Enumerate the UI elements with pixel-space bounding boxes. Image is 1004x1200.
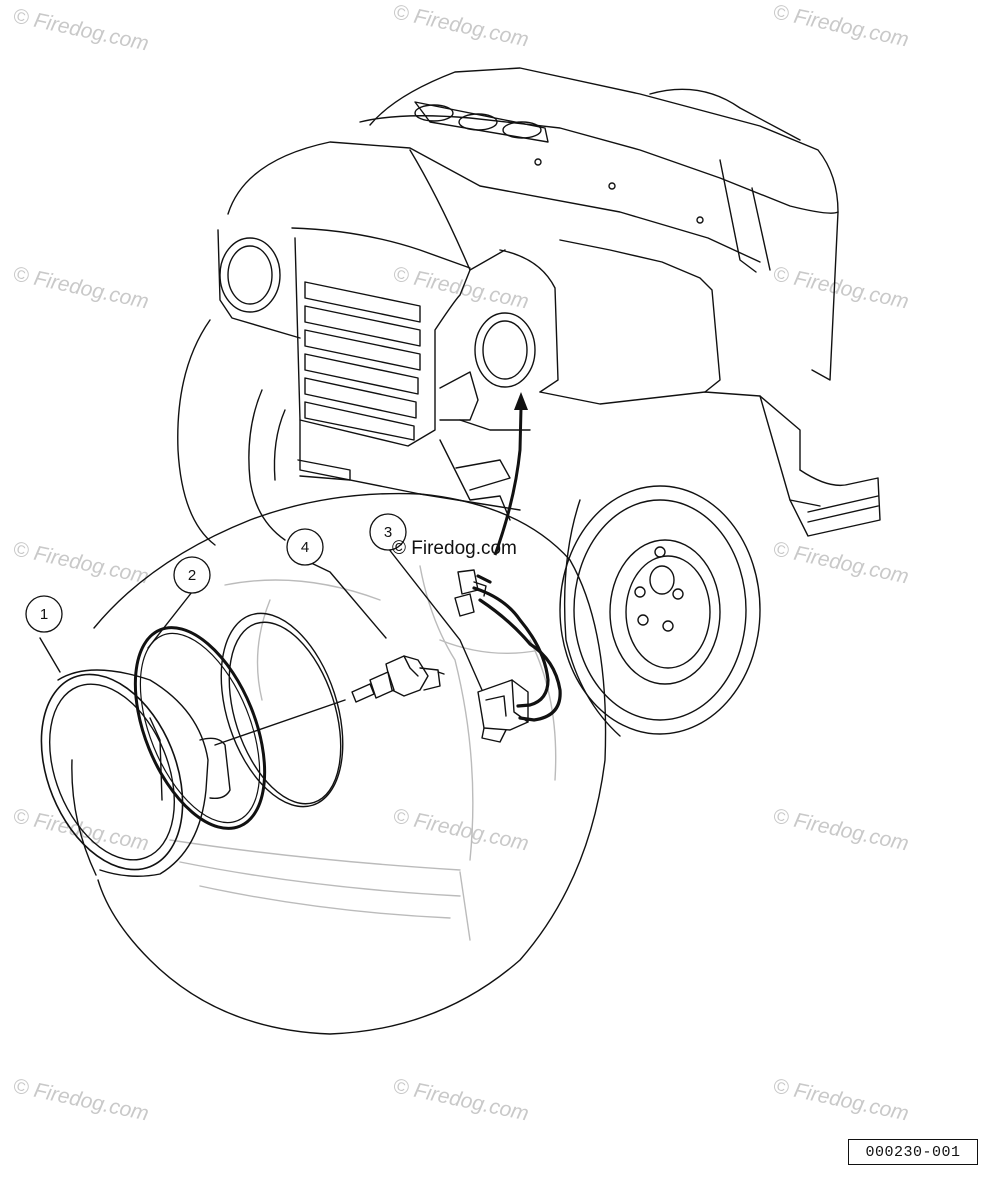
callout-2: 2	[173, 556, 211, 594]
watermark-text: © Firedog.com	[11, 4, 151, 55]
pointer-arrow	[493, 392, 528, 556]
watermark-text: © Firedog.com	[771, 262, 911, 313]
watermark-text: © Firedog.com	[771, 537, 911, 588]
watermark-text: © Firedog.com	[11, 1074, 151, 1125]
wire-harness	[472, 574, 562, 722]
callout-number: 1	[40, 606, 48, 623]
inline-watermark: © Firedog.com	[392, 538, 517, 559]
watermark-text: © Firedog.com	[391, 804, 531, 855]
detail-magnifier	[39, 492, 607, 1035]
watermark-text: © Firedog.com	[11, 262, 151, 313]
watermark-text: © Firedog.com	[11, 537, 151, 588]
callout-3: 3	[369, 513, 407, 551]
callouts: 1 2 3 4	[25, 513, 407, 633]
watermark-text: © Firedog.com	[771, 804, 911, 855]
callout-number: 4	[301, 539, 309, 556]
callout-number: 3	[384, 524, 392, 541]
watermark-text: © Firedog.com	[391, 1074, 531, 1125]
callout-4: 4	[286, 528, 324, 566]
callout-number: 2	[188, 567, 196, 584]
watermark-text: © Firedog.com	[771, 1074, 911, 1125]
watermark-text: © Firedog.com	[771, 0, 911, 51]
vehicle-illustration	[177, 67, 881, 737]
callout-1: 1	[25, 595, 63, 633]
drawing-id-label: 000230-001	[848, 1139, 978, 1165]
watermark-text: © Firedog.com	[391, 262, 531, 313]
watermark-text: © Firedog.com	[391, 0, 531, 51]
